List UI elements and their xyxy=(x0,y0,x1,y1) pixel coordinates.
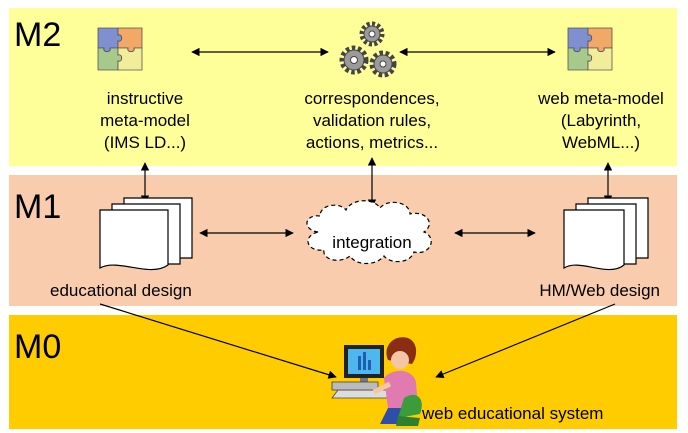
web-educational-system-label: web educational system xyxy=(422,404,604,423)
integration-cloud-icon xyxy=(306,200,432,265)
level-label-m0: M0 xyxy=(14,328,62,366)
gears-icon xyxy=(339,21,397,78)
person-at-computer-icon xyxy=(331,337,422,426)
m0-band xyxy=(9,315,677,429)
hm-web-design-label: HM/Web design xyxy=(539,281,660,300)
web-puzzle-icon xyxy=(567,27,613,71)
instructive-puzzle-icon xyxy=(97,27,143,71)
instructive-meta-model-label: instructive meta-model (IMS LD...) xyxy=(100,89,190,152)
web-meta-model-label: web meta-model (Labyrinth, WebML...) xyxy=(538,89,664,152)
level-label-m2: M2 xyxy=(14,16,62,54)
integration-label: integration xyxy=(332,233,412,252)
connectors xyxy=(99,47,616,379)
educational-docs-icon xyxy=(99,197,193,271)
educational-design-label: educational design xyxy=(50,281,192,300)
correspondences-label: correspondences, validation rules, actio… xyxy=(304,89,440,152)
arrow-hmweb-to-system xyxy=(435,303,616,379)
web-docs-icon xyxy=(563,197,649,271)
level-label-m1: M1 xyxy=(14,188,62,226)
arrow-educational-to-system xyxy=(99,303,337,379)
